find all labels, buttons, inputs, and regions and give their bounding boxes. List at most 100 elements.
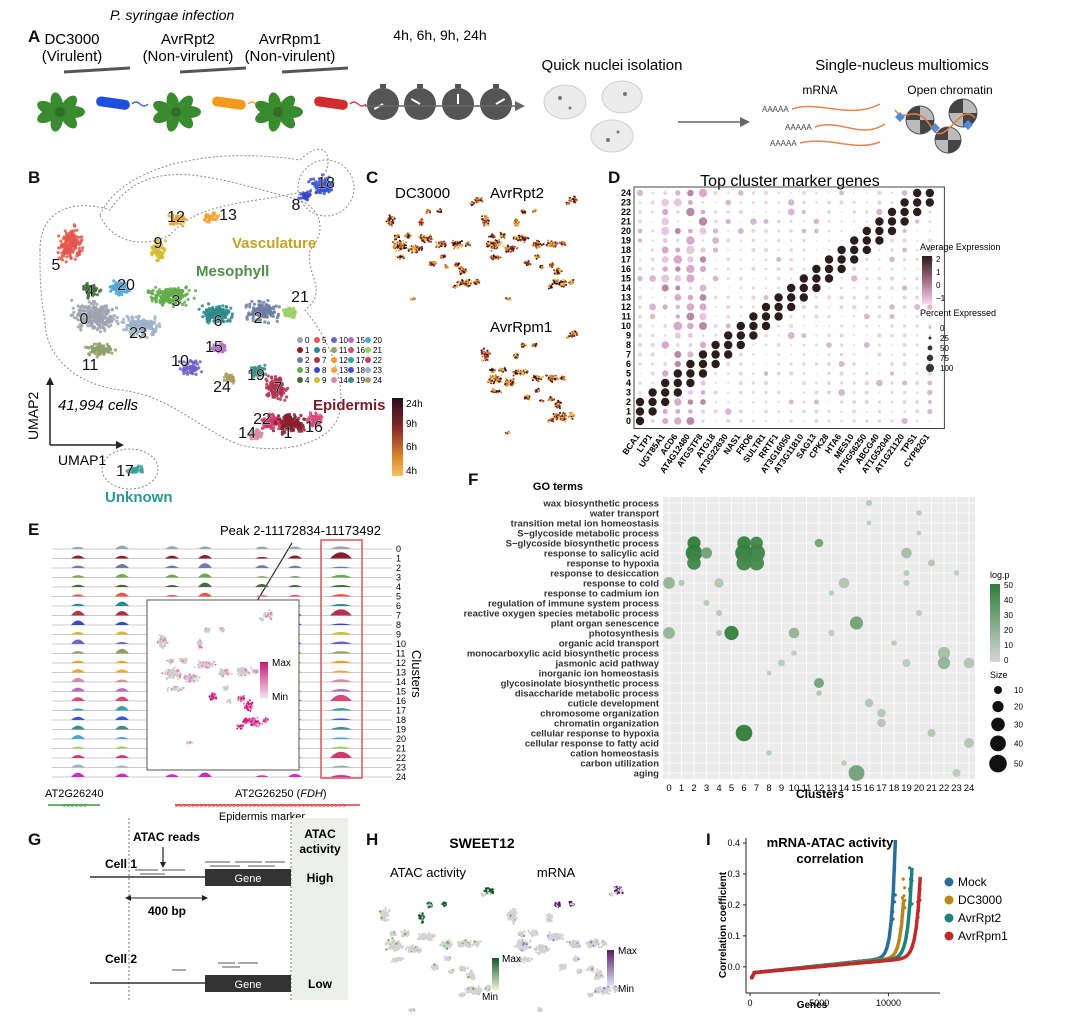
umap-cell [100, 319, 104, 323]
nucleus-icon [601, 80, 643, 114]
umap-cell [553, 280, 556, 283]
umap-cell [159, 298, 163, 302]
umap-cell [539, 244, 542, 247]
legend-label: 6 [322, 346, 327, 355]
umap-cell [487, 242, 489, 245]
umap-cell [487, 220, 490, 223]
umap-cell [99, 288, 103, 292]
umap-cell [92, 349, 97, 354]
umap-cell [512, 371, 515, 374]
umap-cell [146, 290, 150, 294]
umap-cell [292, 413, 296, 417]
transposase-icon [895, 112, 905, 122]
umap-cell [558, 401, 561, 404]
umap-cell [485, 355, 488, 358]
umap-cell [276, 312, 280, 316]
umap-cell [274, 304, 278, 308]
umap-cell [485, 220, 488, 223]
umap-cell [488, 245, 491, 247]
umap-cell [555, 269, 558, 272]
umap-cell [167, 295, 171, 299]
legend-swatch [297, 367, 303, 373]
umap-cell [500, 256, 502, 259]
umap-cell [430, 240, 433, 243]
umap-cell [402, 239, 405, 242]
umap-cell [453, 284, 456, 287]
umap-cell [464, 245, 467, 247]
umap-cell [505, 297, 507, 300]
umap-cell [451, 241, 454, 244]
umap-cell [483, 223, 486, 226]
umap-cell [485, 223, 488, 226]
unknown-label: Unknown [105, 489, 173, 506]
umap-cell [517, 222, 520, 225]
rosette-center [273, 107, 283, 117]
umap-cell [271, 429, 276, 433]
umap-cell [527, 259, 530, 262]
umap-cell [224, 305, 228, 309]
umap-cell [70, 298, 74, 302]
umap-cell [454, 244, 457, 247]
legend-swatch [297, 357, 303, 363]
umap-cell [551, 377, 554, 380]
umap-cell [201, 315, 205, 319]
umap-cell [456, 246, 459, 249]
umap-cell [162, 299, 166, 303]
umap-cell [406, 235, 409, 238]
umap-cell [134, 315, 138, 319]
umap-cell [290, 417, 294, 422]
flagellum [131, 101, 149, 107]
cluster-label: 9 [154, 235, 163, 252]
umap-cell [524, 238, 527, 241]
umap-cell [560, 243, 563, 246]
legend-swatch [331, 377, 337, 383]
timepoints-label: 4h, 6h, 9h, 24h [393, 27, 486, 43]
umap-cell [549, 284, 552, 287]
clock-hand [410, 98, 421, 105]
strain-avrrpt2: AvrRpt2 (Non-virulent) [143, 31, 234, 65]
nuclei-isolation-label: Quick nuclei isolation [542, 57, 683, 74]
umap-cell [183, 294, 187, 298]
umap-cell [498, 390, 500, 393]
umap-cell [521, 343, 524, 346]
umap-cell [555, 282, 558, 285]
umap-cell [283, 313, 287, 317]
umap-cell [430, 237, 433, 240]
umap-cell [262, 300, 266, 304]
umap-cell [149, 295, 153, 299]
umap-cell [94, 314, 98, 318]
umap-cell [481, 199, 484, 202]
legend-label: 2 [305, 356, 310, 365]
umap-cell [481, 215, 484, 218]
umap-cell [484, 359, 487, 362]
cell-count: 41,994 cells [58, 397, 139, 414]
umap-cell [95, 328, 99, 332]
umap-cell [486, 359, 489, 361]
umap-cell [489, 256, 492, 259]
umap-cell [265, 382, 269, 386]
umap-cell [573, 198, 576, 201]
cluster-label: 23 [129, 325, 147, 342]
umap-cell [136, 320, 140, 324]
umap-cell [312, 177, 316, 181]
umap-cell [537, 389, 540, 392]
umap-cell [167, 292, 171, 296]
umap-cell [75, 228, 79, 232]
umap-cell [576, 334, 578, 336]
umap-cell [163, 289, 167, 293]
umap-cell [533, 376, 536, 379]
umap-cell [150, 299, 154, 303]
umap-cell [492, 371, 495, 373]
umap-cell [277, 305, 281, 309]
umap-cell [439, 256, 442, 259]
umap-cell [59, 239, 63, 243]
legend-label: 19 [356, 376, 365, 385]
umap-cell [128, 328, 132, 332]
umap-cell [165, 299, 169, 303]
umap-cell [64, 235, 68, 239]
umap-cell [96, 322, 100, 327]
umap-cell [523, 241, 526, 244]
umap-cell [562, 285, 565, 288]
umap-cell [549, 244, 552, 247]
umap-cell [417, 236, 420, 239]
